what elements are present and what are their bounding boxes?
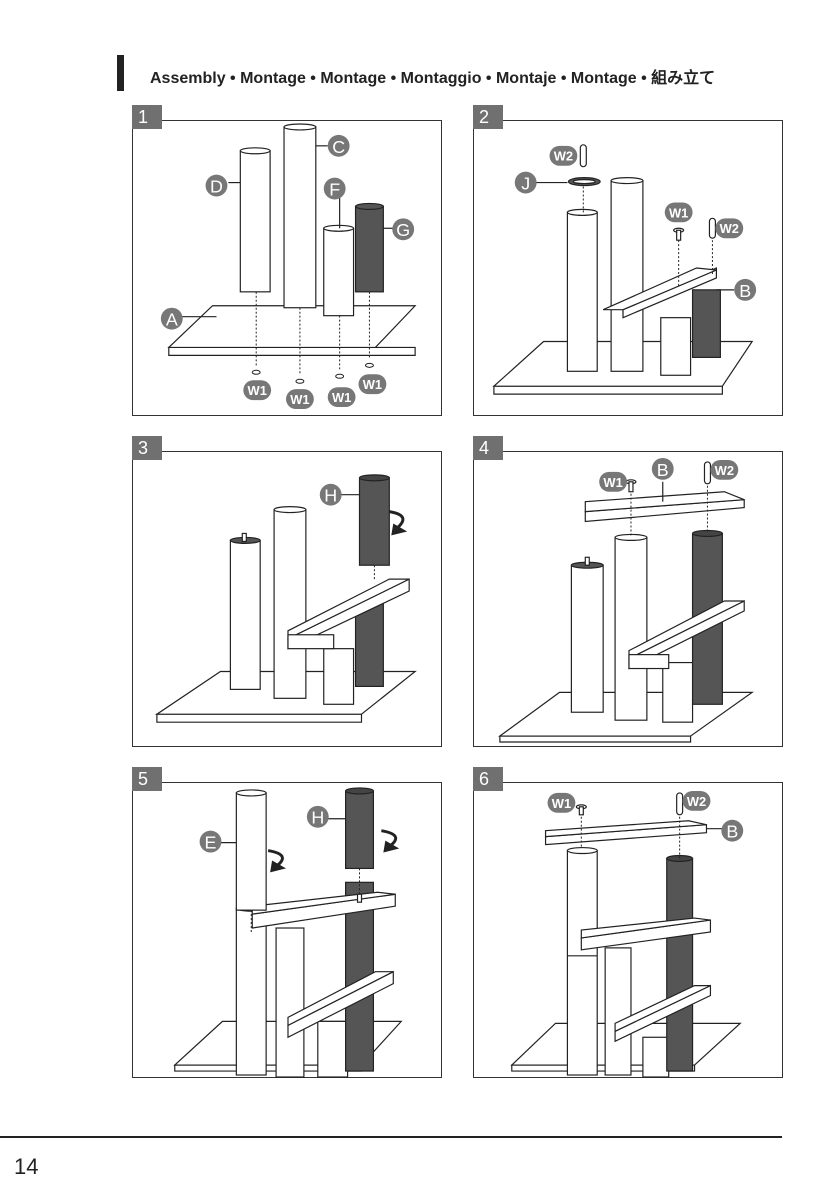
screw-w1-icon [365,363,373,367]
page-number: 14 [14,1154,38,1180]
step-2-panel: 2 [473,120,783,416]
label-w1: W1 [552,796,571,811]
tube-f [324,228,354,315]
tube-d-top [240,148,270,154]
label-b: B [657,460,669,480]
tube-h [346,791,374,868]
base-plate-a [169,306,415,348]
tube-e [236,793,266,910]
header-accent-bar [117,55,124,91]
label-w1: W1 [248,383,267,398]
label-w2: W2 [715,463,734,478]
label-w1: W1 [363,377,382,392]
page-title: Assembly • Montage • Montage • Montaggio… [150,64,715,88]
tube-h [360,478,390,565]
label-w1: W1 [332,390,351,405]
label-b: B [739,281,751,301]
tube-tall [611,181,643,372]
step-5-illustration: E H [133,783,441,1077]
screw-w2-icon [709,218,715,238]
label-w2: W2 [554,149,573,164]
label-g: G [396,220,410,240]
label-e: E [205,833,217,853]
footer-divider [0,1136,782,1138]
label-j: J [521,174,530,194]
step-1-panel: 1 [132,120,442,416]
tube-c-top [284,124,316,130]
label-w1: W1 [603,475,622,490]
step-4-illustration: B W1 W2 [474,452,782,746]
step-3-illustration: H [133,452,441,746]
tube-left [567,212,597,371]
label-h: H [311,808,324,828]
screw-w1-icon [296,379,304,383]
step-2-illustration: J B W2 W1 W2 [474,121,782,415]
label-d: D [210,177,223,197]
label-w2: W2 [687,794,706,809]
label-w1: W1 [669,205,688,220]
screw-w1-icon [336,374,344,378]
step-3-panel: 3 H [132,451,442,747]
label-w2: W2 [720,221,739,236]
label-a: A [166,310,178,330]
screw-w1-icon [252,370,260,374]
tube-g [356,206,384,291]
tube-f-top [324,225,354,231]
tube-d [240,151,270,292]
label-h: H [324,486,337,506]
tube-c [284,127,316,308]
step-6-illustration: B W1 W2 [474,783,782,1077]
label-f: F [329,179,340,199]
screw-w2-icon [580,145,586,167]
step-1-illustration: D C F G A W1 W1 W1 W1 [133,121,441,415]
label-w1: W1 [290,392,309,407]
label-c: C [332,137,345,157]
label-b: B [726,822,738,842]
step-5-panel: 5 [132,782,442,1078]
base-plate-edge [169,347,415,355]
step-4-panel: 4 [473,451,783,747]
step-6-panel: 6 [473,782,783,1078]
tube-g-top [356,203,384,209]
